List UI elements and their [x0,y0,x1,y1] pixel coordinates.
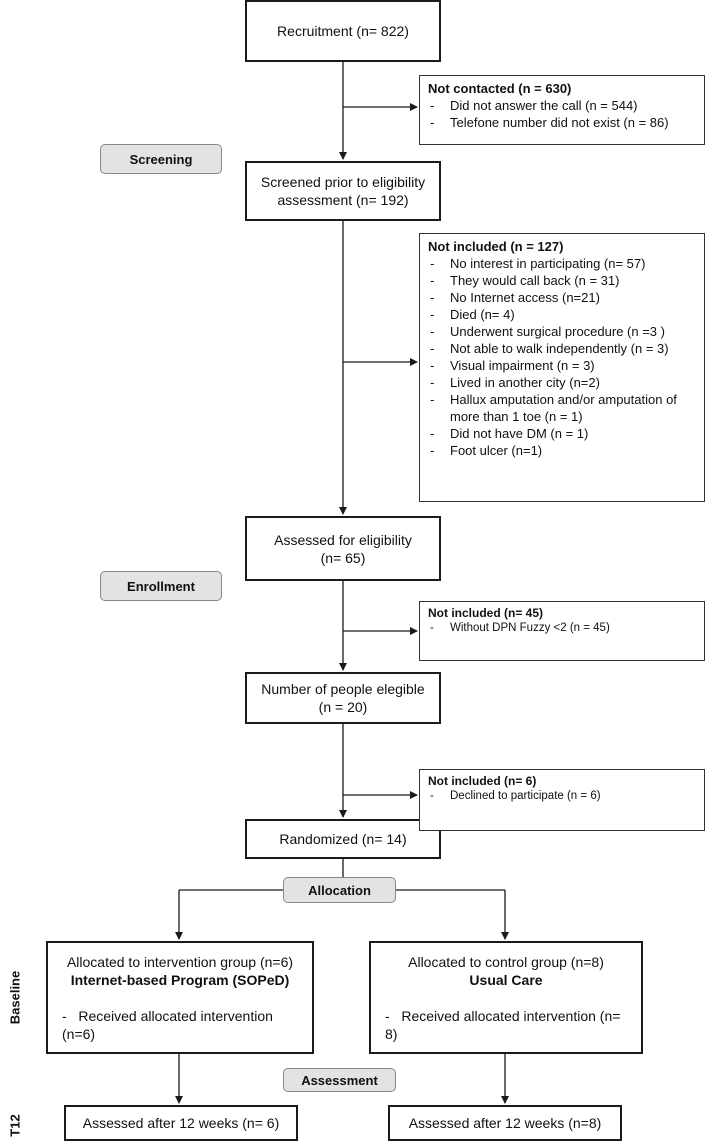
control-received-text: Received allocated intervention (n= 8) [385,1007,621,1042]
randomized-box: Randomized (n= 14) [245,819,441,859]
eligible-label-line1: Number of people elegible [261,681,425,697]
list-item: Died (n= 4) [428,306,696,323]
list-item: Declined to participate (n = 6) [428,789,696,804]
stage-allocation: Allocation [283,877,396,903]
screened-label-line2: assessment (n= 192) [277,192,409,208]
not-included-45-box: Not included (n= 45) Without DPN Fuzzy <… [419,601,705,661]
list-item: No interest in participating (n= 57) [428,255,696,272]
stage-assessment-label: Assessment [301,1072,378,1088]
list-item: Visual impairment (n = 3) [428,357,696,374]
list-item: Underwent surgical procedure (n =3 ) [428,323,696,340]
assessed-label-line1: Assessed for eligibility [274,531,412,548]
control-group-title: Allocated to control group (n=8) [408,953,604,970]
not-contacted-header: Not contacted (n = 630) [428,81,572,96]
list-item: Did not have DM (n = 1) [428,425,696,442]
intervention-group-box: Allocated to intervention group (n=6) In… [46,941,314,1054]
not-included-6-box: Not included (n= 6) Declined to particip… [419,769,705,831]
not-included-6-header: Not included (n= 6) [428,774,537,788]
intervention-group-title: Allocated to intervention group (n=6) [66,953,294,970]
stage-screening: Screening [100,144,222,174]
not-included-127-header: Not included (n = 127) [428,239,564,254]
eligible-label-line2: (n = 20) [318,699,368,715]
control-assessed-box: Assessed after 12 weeks (n=8) [388,1105,622,1141]
list-item: Hallux amputation and/or amputation of m… [428,391,696,425]
not-included-45-list: Without DPN Fuzzy <2 (n = 45) [428,621,696,636]
screened-label-line1: Screened prior to eligibility [260,174,426,190]
not-included-127-box: Not included (n = 127) No interest in pa… [419,233,705,502]
eligible-box: Number of people elegible (n = 20) [245,672,441,724]
not-included-6-list: Declined to participate (n = 6) [428,789,696,804]
list-item: Lived in another city (n=2) [428,374,696,391]
control-group-box: Allocated to control group (n=8) Usual C… [369,941,643,1054]
assessed-box: Assessed for eligibility (n= 65) [245,516,441,581]
control-program-name: Usual Care [469,971,543,988]
stage-allocation-label: Allocation [308,882,371,898]
t12-side-label: T12 [7,1114,23,1137]
stage-assessment: Assessment [283,1068,396,1092]
intervention-assessed-box: Assessed after 12 weeks (n= 6) [64,1105,298,1141]
not-contacted-box: Not contacted (n = 630) Did not answer t… [419,75,705,145]
control-assessed-label: Assessed after 12 weeks (n=8) [408,1115,602,1131]
stage-screening-label: Screening [129,151,193,167]
control-received: - Received allocated intervention (n= 8) [385,1007,621,1042]
not-included-127-list: No interest in participating (n= 57) The… [428,255,696,459]
recruitment-box: Recruitment (n= 822) [245,0,441,62]
randomized-label: Randomized (n= 14) [279,831,407,847]
intervention-received-text: Received allocated intervention (n=6) [62,1007,273,1042]
intervention-program-name: Internet-based Program (SOPeD) [70,971,290,988]
not-included-45-header: Not included (n= 45) [428,606,544,620]
baseline-side-label: Baseline [7,970,23,1025]
not-contacted-list: Did not answer the call (n = 544) Telefo… [428,97,696,131]
list-item: Without DPN Fuzzy <2 (n = 45) [428,621,696,636]
recruitment-label: Recruitment (n= 822) [277,23,409,39]
list-item: Foot ulcer (n=1) [428,442,696,459]
stage-enrollment: Enrollment [100,571,222,601]
list-item: They would call back (n = 31) [428,272,696,289]
screened-box: Screened prior to eligibility assessment… [245,161,441,221]
intervention-assessed-label: Assessed after 12 weeks (n= 6) [82,1115,280,1131]
list-item: Telefone number did not exist (n = 86) [428,114,696,131]
intervention-received: - Received allocated intervention (n=6) [62,1007,273,1042]
list-item: Not able to walk independently (n = 3) [428,340,696,357]
list-item: No Internet access (n=21) [428,289,696,306]
assessed-label-line2: (n= 65) [320,549,366,566]
list-item: Did not answer the call (n = 544) [428,97,696,114]
stage-enrollment-label: Enrollment [127,578,195,594]
